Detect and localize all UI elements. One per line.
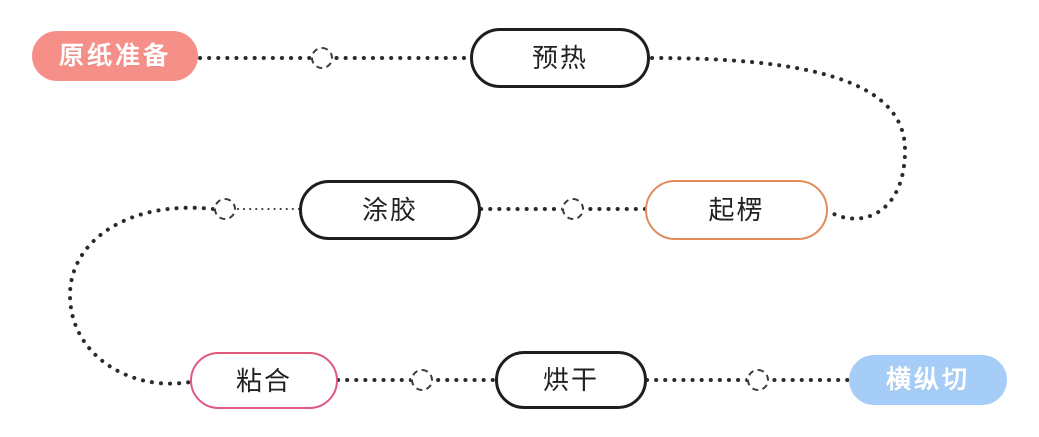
- node-raw-paper-prep[interactable]: 原纸准备: [32, 31, 198, 81]
- junction-circle-2[interactable]: [214, 198, 236, 220]
- node-label: 预热: [531, 43, 588, 73]
- connector-junction-2-to-bonding: [67, 205, 215, 386]
- junction-circle-4[interactable]: [411, 369, 433, 391]
- node-label: 涂胶: [361, 195, 418, 225]
- junction-circle-1[interactable]: [311, 47, 333, 69]
- node-bonding[interactable]: 粘合: [190, 352, 338, 409]
- node-drying[interactable]: 烘干: [495, 351, 647, 409]
- node-glue[interactable]: 涂胶: [299, 180, 481, 240]
- node-fluting[interactable]: 起楞: [645, 180, 828, 240]
- junction-circle-3[interactable]: [562, 198, 584, 220]
- node-label: 起楞: [708, 195, 765, 225]
- node-cross-slitting[interactable]: 横纵切: [849, 355, 1007, 405]
- node-label: 粘合: [235, 365, 292, 396]
- node-label: 原纸准备: [58, 41, 171, 70]
- node-label: 横纵切: [885, 365, 970, 394]
- junction-circle-5[interactable]: [747, 369, 769, 391]
- node-preheat[interactable]: 预热: [470, 28, 650, 88]
- node-label: 烘干: [542, 365, 599, 395]
